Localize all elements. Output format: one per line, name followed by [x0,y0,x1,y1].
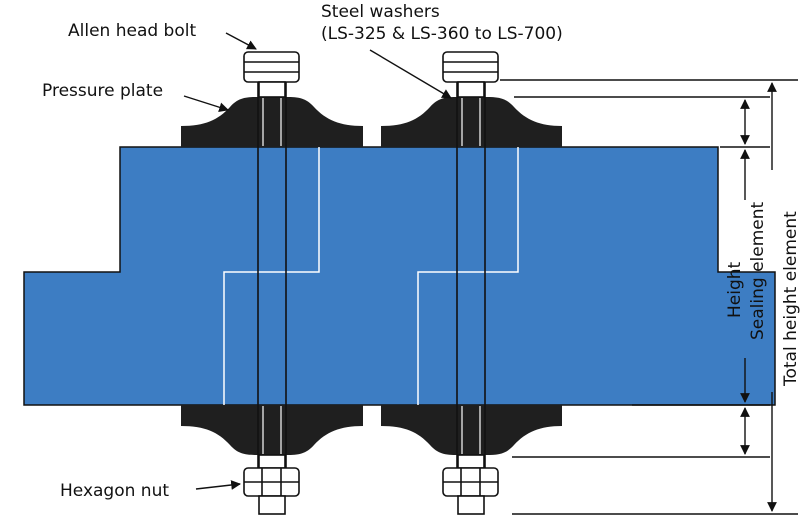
label-steel-washers-line2: (LS-325 & LS-360 to LS-700) [321,24,563,44]
allen-head-bolt-left [243,51,300,98]
pressure-plate-bottom-right [381,405,562,455]
label-hexagon-nut: Hexagon nut [60,481,169,501]
sealing-element-body [23,146,776,406]
label-allen-head-bolt: Allen head bolt [68,21,196,41]
allen-head-bolt-leader [225,32,257,50]
bolt-shaft-highlights [262,98,481,454]
bolt-shaft-left [257,82,287,475]
label-total-height-element: Total height element [781,211,800,387]
seam-line-left [223,147,320,405]
dimension-extension-lines [500,79,798,515]
hexagon-nut-leader [195,480,241,490]
pressure-plate-top-right [381,97,562,147]
steel-washers-leader [369,49,452,99]
pressure-plate-bottom-left [181,405,363,455]
hexagon-nut-left [243,454,300,515]
pressure-plate-leader [183,95,229,112]
label-sealing-element: Sealing element [748,201,768,340]
label-height: Height [725,261,745,318]
bolt-shaft-right [456,82,486,475]
pressure-plate-top-left [181,97,363,147]
hexagon-nut-right [442,454,499,515]
seam-line-right [417,147,519,405]
label-pressure-plate: Pressure plate [42,81,163,101]
label-steel-washers-line1: Steel washers [321,2,440,22]
allen-head-bolt-right [442,51,499,98]
